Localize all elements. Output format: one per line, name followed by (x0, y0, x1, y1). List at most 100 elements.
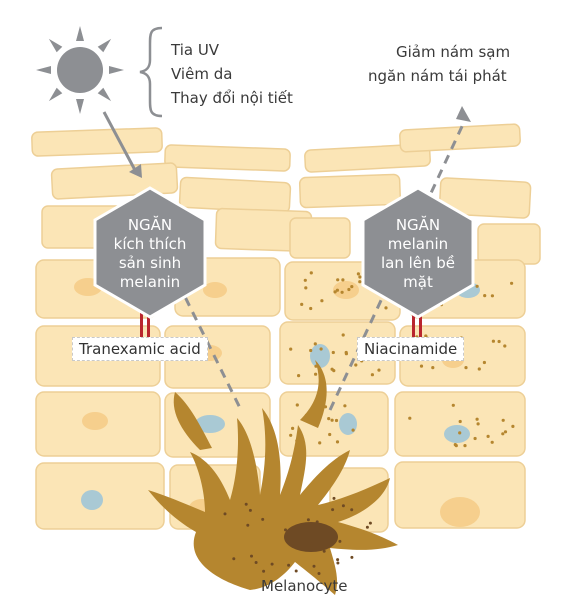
melanin-granule (486, 434, 490, 438)
cause-hormonal: Thay đổi nội tiết (171, 89, 293, 107)
sun-ray (48, 38, 63, 53)
melanin-granule (501, 432, 505, 436)
melanin-granule (347, 287, 351, 292)
cause-inflammation: Viêm da (171, 65, 233, 83)
skin-cell (399, 123, 521, 153)
melanin-granule (300, 302, 304, 306)
cell-nucleus (339, 413, 357, 435)
arrow-icon (129, 164, 142, 178)
melanin-granule (451, 403, 455, 407)
melanin-granule (490, 440, 494, 444)
melanin-granule (475, 417, 479, 421)
melanin-granule (318, 441, 322, 445)
left-connector (140, 310, 150, 338)
melanin-granule (333, 290, 337, 294)
melanin-granule (358, 275, 362, 279)
melanocyte-granule (232, 557, 236, 561)
melanin-granule (464, 366, 468, 370)
skin-cell (279, 391, 389, 457)
melanin-granule (501, 418, 505, 422)
melanin-granule (332, 369, 336, 373)
melanin-granule (289, 433, 293, 437)
melanin-granule (309, 348, 313, 353)
skin-cell (477, 223, 541, 265)
cause-uv: Tia UV (171, 41, 220, 59)
skin-cell (298, 173, 402, 209)
melanin-granule (463, 444, 467, 448)
sun-ray (76, 99, 84, 114)
melanocyte-granule (332, 496, 336, 500)
melanin-granule (458, 419, 462, 424)
melanin-granule (314, 372, 318, 376)
melanin-granule (295, 403, 299, 407)
melanin-granule (328, 432, 332, 437)
melanin-granule (510, 281, 514, 285)
melanin-granule (454, 444, 458, 448)
melanin-granule (475, 284, 479, 288)
melanin-granule (313, 342, 317, 346)
ingredient-niacinamide: Niacinamide (357, 337, 465, 361)
skin-cell (394, 461, 526, 529)
melanin-granule (483, 294, 487, 298)
sun-ray (48, 87, 63, 102)
right-hex-line: mặt (403, 273, 433, 291)
melanin-granule (350, 285, 354, 289)
melanin-granule (336, 278, 340, 282)
melanin-granule (309, 271, 313, 275)
right-hex-line: lan lên bề (380, 254, 456, 272)
melanocyte-granule (350, 555, 354, 559)
melanin-granule (335, 288, 339, 292)
melanocyte-granule (254, 561, 258, 564)
melanocyte-nucleus (284, 522, 338, 552)
melanocyte-cell (148, 360, 398, 595)
melanocyte-granules (223, 496, 372, 575)
cell-nucleus (81, 490, 103, 510)
melanocyte-granule (284, 528, 287, 532)
melanin-granule (354, 363, 358, 367)
melanin-granule (482, 360, 486, 365)
melanocyte-granule (284, 533, 288, 537)
right-connector (412, 310, 422, 338)
skin-cell (31, 127, 163, 157)
melanin-granule (503, 430, 508, 434)
sun-ray (76, 26, 84, 41)
right-hex-line: melanin (387, 235, 449, 253)
sun-icon (36, 26, 124, 114)
melanin-granule (297, 374, 301, 378)
melanocyte-granule (244, 502, 248, 506)
result-line-2: ngăn nám tái phát (368, 67, 507, 85)
melanin-granule (340, 290, 344, 294)
sun-ray (97, 38, 112, 53)
hexagon-icon (361, 186, 475, 319)
melanocyte-granule (336, 558, 340, 562)
skin-cell (438, 177, 532, 219)
sun-ray (36, 66, 51, 74)
hexagon-icon (93, 186, 207, 319)
melanin-granule (344, 352, 348, 356)
skin-cell (178, 176, 292, 214)
melanocyte-granule (262, 569, 266, 573)
skin-cell-layer (31, 123, 541, 533)
left-hex-line: kích thích (113, 235, 187, 253)
melanin-granule (370, 373, 374, 377)
melanin-granule (490, 294, 494, 298)
melanocyte-granule (338, 539, 342, 543)
arrow-icon (456, 106, 471, 122)
right-dashed-path (328, 119, 467, 411)
skin-cell (394, 391, 526, 457)
melanin-granule (319, 347, 323, 351)
uv-arrow-line (102, 111, 138, 173)
melanin-granule (289, 347, 293, 351)
sun-ray (97, 87, 112, 102)
melanocyte-granule (306, 518, 310, 522)
melanin-granule (335, 440, 340, 444)
curly-brace-icon (139, 26, 163, 118)
cell-nucleus (444, 425, 470, 443)
melanocyte-granule (322, 545, 326, 549)
melanocyte-granule (350, 508, 354, 512)
melanin-granule (419, 364, 424, 368)
sun-ray (109, 66, 124, 74)
right-hex-line: NGĂN (395, 216, 441, 234)
melanocyte-granule (331, 508, 335, 512)
melanin-granule (477, 367, 481, 371)
